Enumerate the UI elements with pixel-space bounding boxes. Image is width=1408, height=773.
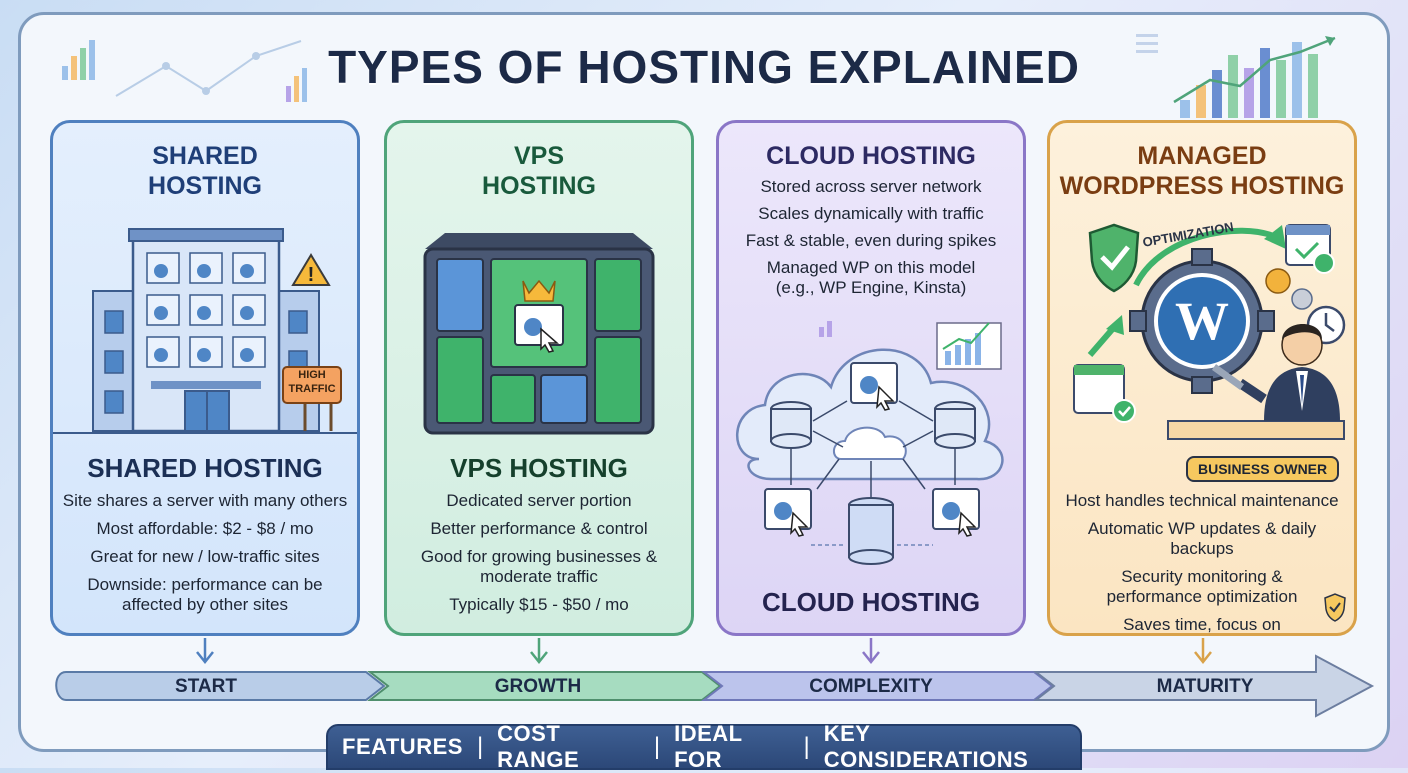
card-title-line1: SHARED bbox=[152, 142, 258, 170]
feature-item: Good for growing businesses & moderate t… bbox=[420, 547, 658, 586]
card-subtitle: CLOUD HOSTING bbox=[761, 587, 981, 617]
timeline-stage-growth: GROWTH bbox=[494, 676, 582, 697]
bottom-category-bar: FEATURES | COST RANGE | IDEAL FOR | KEY … bbox=[326, 721, 1082, 772]
feature-list: Stored across server network Scales dyna… bbox=[725, 177, 1017, 306]
card-cloud-hosting: CLOUD HOSTING Stored across server netwo… bbox=[716, 120, 1026, 636]
card-title-line1: MANAGED bbox=[1137, 142, 1267, 170]
feature-list: Dedicated server portion Better performa… bbox=[393, 491, 685, 623]
progress-timeline bbox=[55, 654, 1375, 718]
svg-text:!: ! bbox=[308, 264, 315, 286]
feature-item: Most affordable: $2 - $8 / mo bbox=[96, 519, 314, 538]
svg-text:W: W bbox=[1175, 291, 1229, 351]
feature-item: Host handles technical maintenance bbox=[1065, 491, 1339, 510]
feature-item: Stored across server network bbox=[760, 177, 982, 196]
card-subtitle: SHARED HOSTING bbox=[87, 453, 323, 483]
arrow-down-icon bbox=[530, 638, 548, 665]
card-subtitle: VPS HOSTING bbox=[450, 453, 628, 483]
shield-check-icon bbox=[1324, 593, 1346, 622]
card-title-line2: HOSTING bbox=[148, 172, 262, 200]
feature-item: Downside: performance can be affected by… bbox=[87, 575, 323, 614]
sign-line2: TRAFFIC bbox=[288, 383, 336, 395]
card-title-line2: WORDPRESS HOSTING bbox=[1059, 172, 1345, 200]
card-title: CLOUD HOSTING bbox=[766, 142, 976, 170]
feature-item: Managed WP on this model (e.g., WP Engin… bbox=[766, 258, 976, 297]
feature-list: Site shares a server with many others Mo… bbox=[59, 491, 351, 623]
bar-item-ideal-for: IDEAL FOR bbox=[674, 721, 743, 772]
wordpress-maintenance-icon: W bbox=[1073, 223, 1346, 440]
card-managed-wordpress-hosting: MANAGED WORDPRESS HOSTING W bbox=[1047, 120, 1357, 636]
bar-separator: | bbox=[803, 733, 810, 760]
timeline-stage-start: START bbox=[175, 676, 237, 697]
feature-item: Dedicated server portion bbox=[446, 491, 632, 510]
arrow-down-icon bbox=[196, 638, 214, 665]
bar-item-features: FEATURES bbox=[342, 734, 463, 759]
card-title-line1: VPS bbox=[513, 142, 565, 170]
high-traffic-sign: HIGH TRAFFIC bbox=[283, 368, 341, 396]
timeline-stage-complexity: COMPLEXITY bbox=[809, 676, 933, 697]
arrow-down-icon bbox=[1194, 638, 1212, 665]
feature-item: Site shares a server with many others bbox=[62, 491, 348, 510]
business-owner-badge: BUSINESS OWNER bbox=[1186, 456, 1340, 482]
feature-item: Scales dynamically with traffic bbox=[758, 204, 984, 223]
card-title-line2: HOSTING bbox=[482, 172, 596, 200]
bar-separator: | bbox=[476, 733, 484, 760]
feature-item: Security monitoring & performance optimi… bbox=[1106, 567, 1298, 606]
feature-item: Saves time, focus on running your busine… bbox=[1123, 615, 1281, 634]
bar-item-cost-range: COST RANGE bbox=[497, 721, 580, 772]
timeline-stage-maturity: MATURITY bbox=[1156, 676, 1254, 697]
feature-item: Typically $15 - $50 / mo bbox=[449, 595, 629, 614]
bar-separator: | bbox=[653, 733, 661, 760]
feature-list: Host handles technical maintenance Autom… bbox=[1056, 491, 1348, 634]
server-partition-icon bbox=[423, 233, 655, 435]
feature-item: Better performance & control bbox=[430, 519, 648, 538]
page-title: TYPES OF HOSTING EXPLAINED bbox=[328, 41, 1080, 93]
feature-item: Great for new / low-traffic sites bbox=[90, 547, 320, 566]
feature-item: Automatic WP updates & daily backups bbox=[1087, 519, 1317, 558]
feature-item: Fast & stable, even during spikes bbox=[745, 231, 997, 250]
apartment-building-icon: ! bbox=[53, 228, 357, 434]
growth-chart-decoration-icon bbox=[1136, 34, 1336, 118]
bar-item-key-considerations: KEY CONSIDERATIONS bbox=[823, 721, 1029, 772]
card-shared-hosting: SHARED HOSTING ! HIGH TRAFFIC bbox=[50, 120, 360, 636]
cloud-network-icon bbox=[736, 321, 1004, 565]
bar-chart-decoration-icon bbox=[62, 40, 307, 102]
arrow-down-icon bbox=[862, 638, 880, 665]
card-vps-hosting: VPS HOSTING VPS HOSTING Dedicated server… bbox=[384, 120, 694, 636]
sign-line1: HIGH bbox=[298, 369, 326, 381]
